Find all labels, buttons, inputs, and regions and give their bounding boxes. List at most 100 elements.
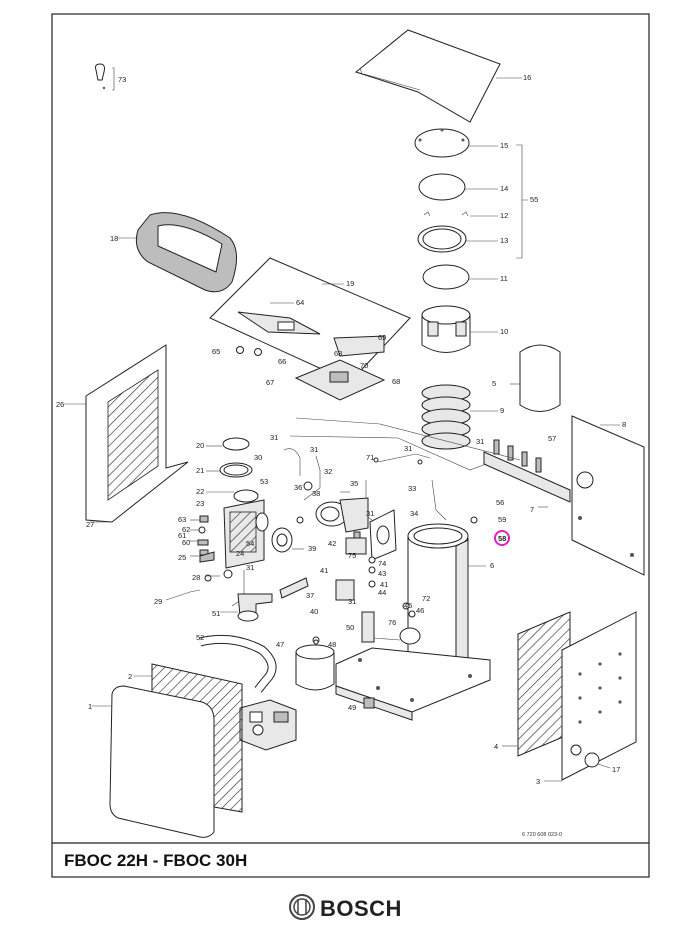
label-60: 60	[182, 538, 190, 547]
back-panel-part-8	[571, 415, 645, 576]
gas-valve-part-42	[335, 531, 376, 601]
gaskets-left-20-21-22	[206, 437, 259, 503]
base-frame	[335, 647, 491, 721]
label-13: 13	[500, 236, 508, 245]
label-35: 35	[350, 479, 358, 488]
gasket-part-34	[369, 509, 397, 561]
label-44: 44	[378, 588, 386, 597]
label-22: 22	[196, 487, 204, 496]
label-15: 15	[500, 141, 508, 150]
label-20: 20	[196, 441, 204, 450]
misc-fasteners	[296, 457, 478, 645]
label-71: 71	[366, 453, 374, 462]
label-67: 67	[266, 378, 274, 387]
label-42: 42	[328, 539, 336, 548]
label-31-e: 31	[366, 509, 374, 518]
label-46: 46	[416, 606, 424, 615]
pipework	[283, 417, 521, 521]
label-29: 29	[154, 597, 162, 606]
cable-part-29	[165, 589, 201, 601]
label-51: 51	[212, 609, 220, 618]
display-cover-part-18	[118, 212, 237, 293]
small-fittings-left	[190, 515, 233, 582]
expansion-vessel-part-47	[295, 636, 335, 691]
fittings-part-50-76	[361, 602, 421, 645]
label-47: 47	[276, 640, 284, 649]
pump-body-part-23	[223, 499, 269, 607]
label-31-d: 31	[310, 445, 318, 454]
label-59: 59	[498, 515, 506, 524]
label-61: 61	[178, 531, 186, 540]
bracket-part-55	[516, 144, 528, 259]
label-70: 70	[360, 361, 368, 370]
label-16: 16	[523, 73, 531, 82]
gasket-part-39	[271, 527, 304, 553]
label-38: 38	[312, 489, 320, 498]
ring-part-13	[417, 225, 498, 253]
tube-part-37	[279, 577, 309, 599]
label-31-b: 31	[476, 437, 484, 446]
label-48: 48	[328, 640, 336, 649]
clips-part-12	[423, 211, 498, 217]
label-33: 33	[408, 484, 416, 493]
label-26: 26	[56, 400, 64, 409]
gasket-part-15	[414, 128, 498, 158]
label-31-g: 31	[348, 597, 356, 606]
label-74: 74	[378, 559, 386, 568]
label-27: 27	[86, 520, 94, 529]
label-12: 12	[500, 211, 508, 220]
label-4: 4	[494, 742, 498, 751]
label-53: 53	[260, 477, 268, 486]
label-30: 30	[254, 453, 262, 462]
drawing-border	[51, 13, 650, 878]
label-28: 28	[192, 573, 200, 582]
heat-exchanger-coil-part-9	[421, 384, 498, 450]
label-8: 8	[622, 420, 626, 429]
label-37: 37	[306, 591, 314, 600]
label-75: 75	[348, 551, 356, 560]
label-11: 11	[500, 274, 508, 283]
top-cover-part-16	[354, 29, 522, 123]
gas-valve-bottom	[239, 699, 297, 751]
label-72: 72	[422, 594, 430, 603]
clip-part-73	[95, 63, 115, 91]
label-7: 7	[530, 505, 534, 514]
label-36: 36	[294, 483, 302, 492]
label-76: 76	[388, 618, 396, 627]
label-10: 10	[500, 327, 508, 336]
side-panel-left-part-26	[64, 344, 189, 523]
label-34: 34	[410, 509, 418, 518]
front-panel-part-1	[92, 675, 215, 838]
label-68-top: 68	[334, 349, 342, 358]
side-panel-right-part-3	[544, 611, 637, 782]
label-31-c: 31	[404, 444, 412, 453]
label-73: 73	[118, 75, 126, 84]
disc-part-11	[422, 264, 498, 290]
label-17: 17	[612, 765, 620, 774]
label-1: 1	[88, 702, 92, 711]
label-9: 9	[500, 406, 504, 415]
label-65: 65	[212, 347, 220, 356]
label-55: 55	[530, 195, 538, 204]
hose-part-52	[198, 634, 277, 693]
label-25: 25	[178, 553, 186, 562]
label-58: 58	[498, 534, 506, 543]
label-66: 66	[278, 357, 286, 366]
label-39: 39	[308, 544, 316, 553]
label-23: 23	[196, 499, 204, 508]
valve-part-49	[363, 697, 375, 709]
label-41-b: 41	[380, 580, 388, 589]
label-63: 63	[178, 515, 186, 524]
label-45: 45	[404, 601, 412, 610]
part-labels: 73 16 15 14 55 12 13 18 11 19 64 10 69 6…	[56, 73, 626, 786]
brand-name: BOSCH	[320, 896, 402, 921]
label-54: 54	[246, 539, 254, 548]
control-panel-part-19	[209, 257, 411, 401]
label-57: 57	[548, 434, 556, 443]
label-49: 49	[348, 703, 356, 712]
label-31-a: 31	[270, 433, 278, 442]
disc-part-14	[418, 173, 498, 201]
label-5: 5	[492, 379, 496, 388]
diagram-title: FBOC 22H - FBOC 30H	[64, 851, 247, 870]
